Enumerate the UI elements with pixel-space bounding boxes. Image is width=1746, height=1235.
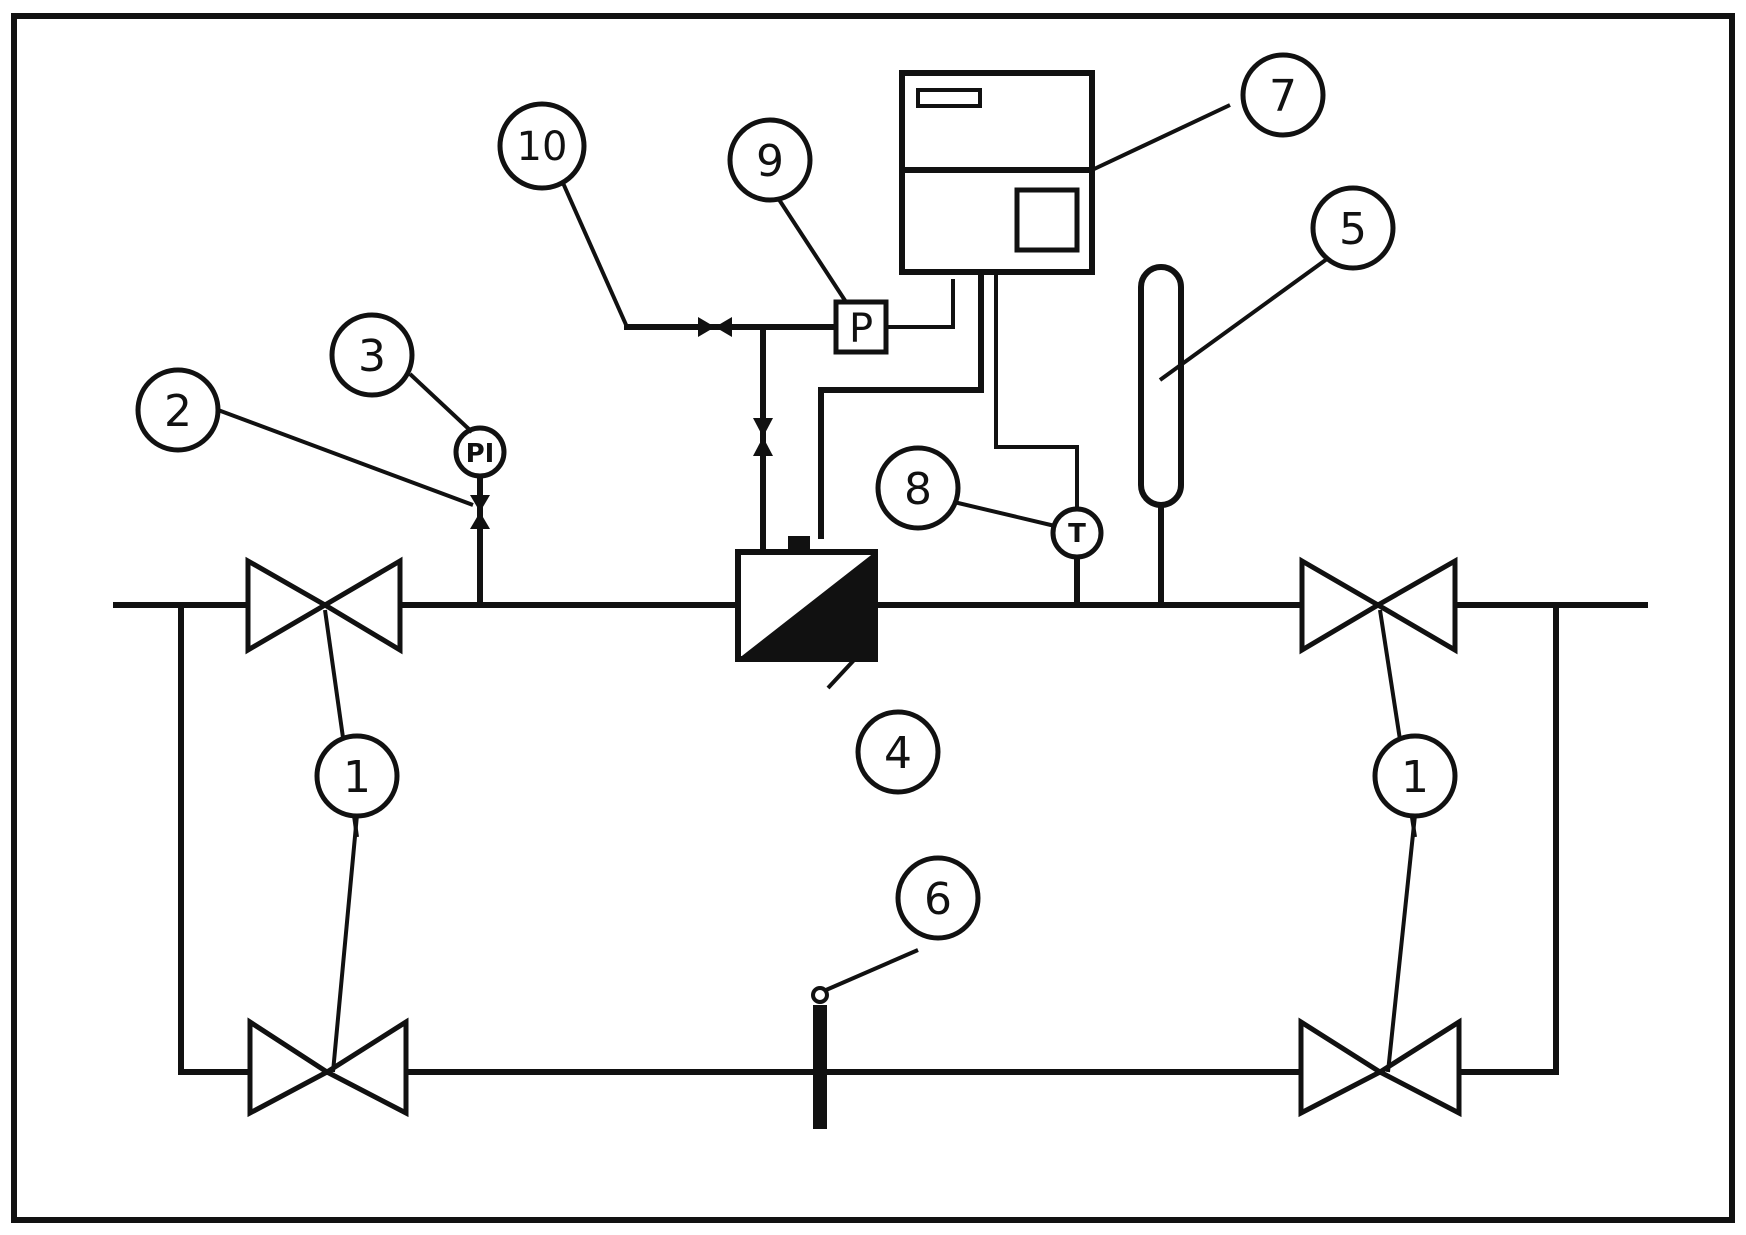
temperature-sensor[interactable]: T bbox=[1050, 506, 1104, 560]
gate-valve-top-left[interactable] bbox=[245, 556, 403, 655]
callout-1-right: 1 bbox=[1372, 733, 1458, 819]
impulse-line-valve[interactable] bbox=[698, 317, 732, 337]
expansion-tank[interactable] bbox=[1138, 264, 1184, 508]
pressure-transmitter[interactable]: P bbox=[833, 299, 889, 355]
gate-valve-bottom-left[interactable] bbox=[247, 1017, 409, 1118]
impulse-vertical-valve[interactable] bbox=[753, 418, 773, 456]
flow-meter[interactable] bbox=[735, 536, 878, 662]
callout-2: 2 bbox=[135, 367, 221, 453]
svg-text:7: 7 bbox=[1269, 71, 1297, 122]
svg-text:9: 9 bbox=[756, 136, 784, 187]
svg-text:2: 2 bbox=[164, 386, 192, 437]
svg-text:4: 4 bbox=[884, 728, 912, 779]
bypass-valve-symbol[interactable] bbox=[811, 986, 829, 1129]
svg-text:6: 6 bbox=[924, 874, 952, 925]
gate-valve-top-right[interactable] bbox=[1299, 556, 1458, 655]
svg-text:3: 3 bbox=[358, 331, 386, 382]
svg-text:1: 1 bbox=[343, 752, 371, 803]
callout-1-left: 1 bbox=[314, 733, 400, 819]
callout-8: 8 bbox=[875, 445, 961, 531]
controller-panel bbox=[1014, 187, 1080, 253]
controller-to-flowmeter-line bbox=[818, 269, 984, 539]
pressure-transmitter-tag: P bbox=[849, 306, 873, 352]
controller-cabinet[interactable] bbox=[899, 70, 1095, 275]
callout-3: 3 bbox=[329, 312, 415, 398]
controller-display bbox=[916, 88, 982, 108]
svg-text:1: 1 bbox=[1401, 752, 1429, 803]
callout-leaders bbox=[217, 103, 1417, 1073]
gate-valve-bottom-right[interactable] bbox=[1298, 1017, 1462, 1118]
controller-to-temperature-line bbox=[994, 272, 1079, 510]
svg-text:5: 5 bbox=[1339, 204, 1367, 255]
svg-text:8: 8 bbox=[904, 464, 932, 515]
bypass-line bbox=[178, 602, 1559, 1075]
callout-9: 9 bbox=[727, 117, 813, 203]
pressure-gauge[interactable]: PI bbox=[453, 425, 507, 479]
callout-7: 7 bbox=[1240, 52, 1326, 138]
callout-10: 10 bbox=[497, 101, 587, 191]
pressure-tap-valve[interactable] bbox=[470, 495, 490, 529]
diagram-frame bbox=[11, 13, 1735, 1223]
transmitter-signal-line bbox=[886, 279, 955, 329]
temperature-sensor-tag: T bbox=[1068, 519, 1086, 549]
callout-4: 4 bbox=[855, 709, 941, 795]
pressure-gauge-tag: PI bbox=[466, 439, 495, 469]
svg-text:10: 10 bbox=[517, 124, 568, 170]
callout-5: 5 bbox=[1310, 185, 1396, 271]
callout-6: 6 bbox=[895, 855, 981, 941]
